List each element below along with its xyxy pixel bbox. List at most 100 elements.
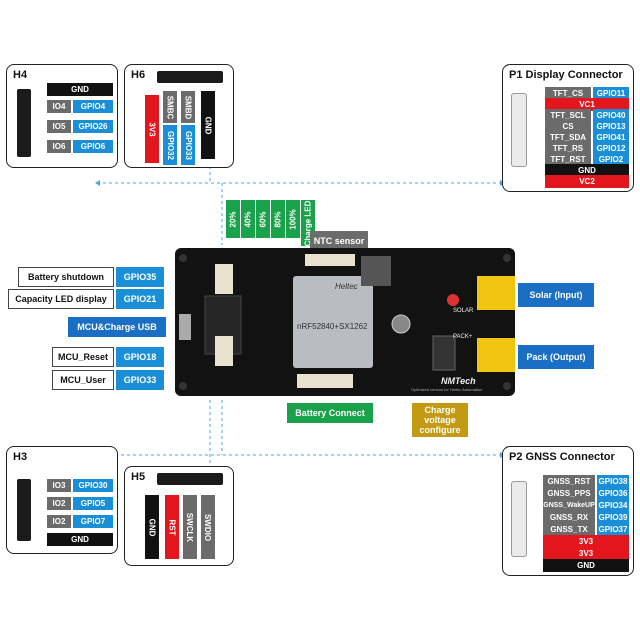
- h5-header-connector: [157, 473, 223, 485]
- battery-shutdown-callout: Battery shutdown: [18, 267, 114, 287]
- h6-gpio33: GPIO33: [181, 125, 195, 165]
- h4-gpio4: GPIO4: [73, 100, 113, 113]
- p1-gpio2: GPIO2: [593, 153, 629, 166]
- p2-gpio37: GPIO37: [597, 523, 629, 536]
- charge-voltage-line1: Charge: [424, 405, 456, 415]
- h3-pin-io3: IO3: [47, 479, 71, 492]
- mcu-usb-callout: MCU&Charge USB: [68, 317, 166, 337]
- p1-gnd: GND: [545, 164, 629, 177]
- h3-gnd: GND: [47, 533, 113, 546]
- charge-led-20: 20%: [226, 200, 240, 238]
- brand-label: NMTech: [441, 376, 476, 386]
- p1-panel: P1 Display Connector TFT_CS GPIO11 VC1 T…: [502, 64, 634, 192]
- p2-pin-gnss-tx: GNSS_TX: [543, 523, 595, 536]
- ntc-sensor-callout: NTC sensor: [310, 231, 368, 251]
- rf-module-shield: [293, 276, 373, 368]
- pcb-board: nRF52840+SX1262 Heltec SOLAR PACK+ NMTec…: [175, 248, 515, 396]
- h4-panel: H4 GND IO4 GPIO4 IO5 GPIO26 IO6 GPIO6: [6, 64, 118, 168]
- p2-gpio38: GPIO38: [597, 475, 629, 488]
- h5-panel: H5 GND RST SWCLK SWDIO: [124, 466, 234, 566]
- h4-pin-io6: IO6: [47, 140, 71, 153]
- charge-voltage-line3: configure: [419, 425, 461, 435]
- h5-swclk: SWCLK: [183, 495, 197, 559]
- h3-pin-io2-a: IO2: [47, 497, 71, 510]
- module-brand: Heltec: [335, 282, 358, 291]
- p2-gpio34: GPIO34: [597, 499, 629, 512]
- h6-header-connector: [157, 71, 223, 83]
- h3-header-connector: [17, 479, 31, 541]
- p1-pin-tft-rst: TFT_RST: [545, 153, 591, 166]
- p2-pin-gnss-rst: GNSS_RST: [543, 475, 595, 488]
- charge-voltage-line2: voltage: [424, 415, 456, 425]
- h4-pin-io4: IO4: [47, 100, 71, 113]
- brand-tagline: Optimized version for Heltec Automation: [411, 387, 483, 392]
- h6-pin-smbc: SMBC: [163, 91, 177, 123]
- h3-pin-io2-b: IO2: [47, 515, 71, 528]
- p2-gpio39: GPIO39: [597, 511, 629, 524]
- p1-title: P1 Display Connector: [509, 69, 623, 81]
- p1-pin-tft-cs: TFT_CS: [545, 87, 591, 100]
- capacity-led-callout: Capacity LED display: [8, 289, 114, 309]
- h6-gpio32: GPIO32: [163, 125, 177, 165]
- mcu-user-callout: MCU_User: [52, 370, 114, 390]
- p1-gpio13: GPIO13: [593, 120, 629, 133]
- p2-pin-gnss-rx: GNSS_RX: [543, 511, 595, 524]
- h4-gnd-label: GND: [47, 83, 113, 96]
- h3-gpio30: GPIO30: [73, 479, 113, 492]
- p2-panel: P2 GNSS Connector GNSS_RST GPIO38 GNSS_P…: [502, 446, 634, 576]
- h5-rst: RST: [165, 495, 179, 559]
- charge-led-100: 100%: [286, 200, 300, 238]
- p2-gnd: GND: [543, 559, 629, 572]
- display-connector-icon: [511, 93, 527, 167]
- h6-panel: H6 3V3 SMBC GPIO32 SMBD GPIO33 GND: [124, 64, 234, 168]
- pack-output-callout: Pack (Output): [518, 345, 594, 369]
- gnss-connector-icon: [511, 481, 527, 557]
- h6-title: H6: [131, 69, 146, 81]
- h6-3v3-label: 3V3: [145, 95, 159, 163]
- charge-voltage-callout: Charge voltage configure: [412, 403, 468, 437]
- mcu-reset-callout: MCU_Reset: [52, 347, 114, 367]
- p2-pin-gnss-pps: GNSS_PPS: [543, 487, 595, 500]
- p1-vc1: VC1: [545, 98, 629, 111]
- h4-pin-io5: IO5: [47, 120, 71, 133]
- p1-pin-cs: CS: [545, 120, 591, 133]
- p2-gpio36: GPIO36: [597, 487, 629, 500]
- h3-gpio7: GPIO7: [73, 515, 113, 528]
- h3-title: H3: [13, 451, 28, 463]
- h5-gnd: GND: [145, 495, 159, 559]
- h4-gpio6: GPIO6: [73, 140, 113, 153]
- solar-silk: SOLAR: [453, 308, 474, 314]
- h4-header-connector: [17, 89, 31, 157]
- p1-gpio41: GPIO41: [593, 131, 629, 144]
- p1-pin-tft-scl: TFT_SCL: [545, 109, 591, 122]
- h3-panel: H3 IO3 GPIO30 IO2 GPIO5 IO2 GPIO7 GND: [6, 446, 118, 554]
- p2-title: P2 GNSS Connector: [509, 451, 615, 463]
- board-graphics: [179, 254, 515, 390]
- h4-gpio26: GPIO26: [73, 120, 113, 133]
- h6-pin-smbd: SMBD: [181, 91, 195, 123]
- p2-3v3-a: 3V3: [543, 535, 629, 548]
- p1-gpio12: GPIO12: [593, 142, 629, 155]
- charge-led-40: 40%: [241, 200, 255, 238]
- module-label: nRF52840+SX1262: [297, 322, 368, 331]
- p1-vc2: VC2: [545, 175, 629, 188]
- h4-title: H4: [13, 69, 28, 81]
- pack-silk: PACK+: [453, 334, 473, 340]
- p2-3v3-b: 3V3: [543, 547, 629, 560]
- h5-swdio: SWDIO: [201, 495, 215, 559]
- capacity-led-gpio: GPIO21: [116, 289, 164, 309]
- h3-gpio5: GPIO5: [73, 497, 113, 510]
- p1-pin-tft-rs: TFT_RS: [545, 142, 591, 155]
- charge-led-80: 80%: [271, 200, 285, 238]
- p2-pin-gnss-wakeup: GNSS_WakeUP: [543, 499, 595, 512]
- charge-led-60: 60%: [256, 200, 270, 238]
- mcu-reset-gpio: GPIO18: [116, 347, 164, 367]
- battery-shutdown-gpio: GPIO35: [116, 267, 164, 287]
- p1-pin-tft-sda: TFT_SDA: [545, 131, 591, 144]
- p1-gpio11: GPIO11: [593, 87, 629, 100]
- solar-input-callout: Solar (Input): [518, 283, 594, 307]
- p1-gpio40: GPIO40: [593, 109, 629, 122]
- h5-title: H5: [131, 471, 146, 483]
- mcu-user-gpio: GPIO33: [116, 370, 164, 390]
- h6-gnd-label: GND: [201, 91, 215, 159]
